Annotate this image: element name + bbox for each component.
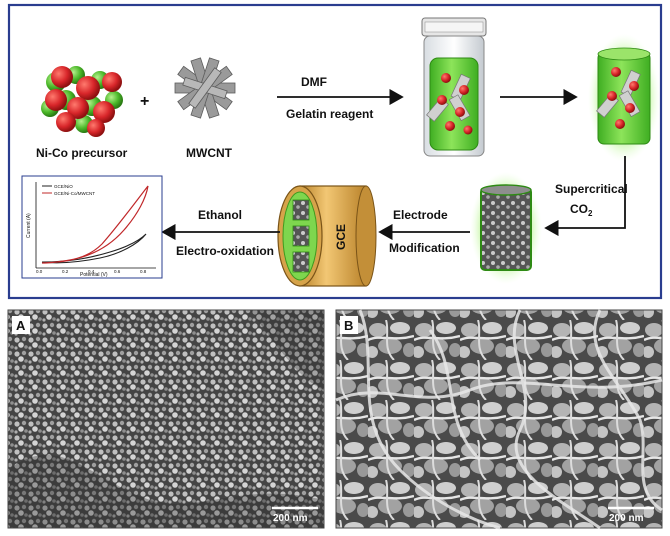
co2-label: CO2 <box>570 202 593 218</box>
label-box-a <box>12 316 30 334</box>
dmf-label: DMF <box>301 75 327 89</box>
scale-label-a: 200 nm <box>273 513 308 524</box>
inset-xtick: 0.8 <box>140 269 147 274</box>
inset-xtick: 0.2 <box>62 269 69 274</box>
gel-cylinder-icon <box>588 34 660 162</box>
cv-curve-red <box>41 185 149 264</box>
co2-main: CO <box>570 202 588 216</box>
electro-oxidation-label: Electro-oxidation <box>176 244 274 258</box>
mwcnt-label: MWCNT <box>186 146 233 160</box>
electrode-label: Electrode <box>393 208 448 222</box>
ethanol-label: Ethanol <box>198 208 242 222</box>
plus-sign: + <box>140 93 149 110</box>
mwcnt-icon <box>174 57 236 119</box>
scale-label-b: 200 nm <box>609 513 644 524</box>
micrograph-b: B 200 nm <box>335 309 663 530</box>
co2-subscript: 2 <box>588 209 593 218</box>
cv-inset-plot: Current (A) Potential (V) 0.0 0.2 0.4 0.… <box>21 175 163 279</box>
arrow-supercritical <box>544 156 626 237</box>
legend-entry: GCE/NiO <box>54 184 73 189</box>
panel-label-a: A <box>16 318 26 333</box>
inset-xlabel: Potential (V) <box>80 272 108 278</box>
label-box-b <box>340 316 358 334</box>
precursor-label: Ni-Co precursor <box>36 146 128 160</box>
inset-ylabel: Current (A) <box>26 213 32 238</box>
inset-xtick: 0.0 <box>36 269 43 274</box>
aerogel-cylinder-icon <box>470 172 542 284</box>
cv-curve-black <box>41 233 147 264</box>
gce-electrode-icon <box>277 185 377 287</box>
supercritical-label: Supercritical <box>555 182 628 196</box>
modification-label: Modification <box>389 241 460 255</box>
vial-icon <box>421 17 487 157</box>
ni-co-precursor-icon <box>41 66 123 137</box>
legend-entry: GCE/Ni-Co/MWCNT <box>54 191 95 196</box>
gelatin-label: Gelatin reagent <box>286 107 373 121</box>
inset-xtick: 0.4 <box>88 269 95 274</box>
panel-label-b: B <box>344 318 353 333</box>
micrograph-a: A 200 nm <box>7 309 325 529</box>
inset-xtick: 0.6 <box>114 269 121 274</box>
gce-label: GCE <box>334 224 348 250</box>
